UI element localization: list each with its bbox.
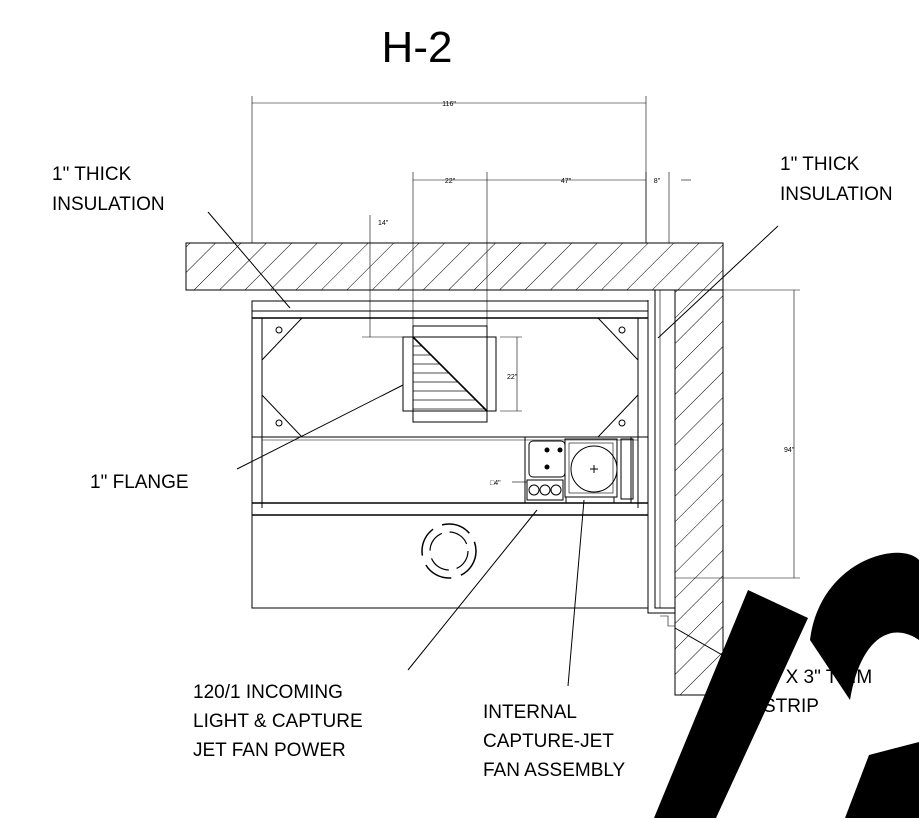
dim-overall-width: 116": [442, 101, 456, 108]
svg-text:INSULATION: INSULATION: [780, 184, 893, 205]
dim-small-opening: □4": [490, 480, 501, 487]
power-knockout: [421, 523, 477, 579]
dim-overall-depth: 94": [784, 447, 795, 454]
dim-spacing-a: 22": [445, 178, 456, 185]
dim-spacing-b: 47": [561, 178, 572, 185]
svg-text:CAPTURE-JET: CAPTURE-JET: [483, 731, 614, 752]
svg-text:JET FAN POWER: JET FAN POWER: [193, 740, 346, 761]
fan-assembly: [524, 436, 634, 504]
drawing-title: H-2: [382, 23, 453, 72]
callout-fan-assembly: INTERNAL CAPTURE-JET FAN ASSEMBLY: [483, 702, 626, 781]
watermark-graphic: [654, 552, 919, 818]
callout-insulation-right: 1" THICK INSULATION: [780, 154, 893, 205]
dim-vertical-offset: 14": [378, 220, 389, 227]
svg-text:STRIP: STRIP: [763, 696, 819, 717]
svg-text:120/1 INCOMING: 120/1 INCOMING: [193, 682, 343, 703]
right-wall: [674, 289, 724, 696]
svg-text:LIGHT & CAPTURE: LIGHT & CAPTURE: [193, 711, 363, 732]
callout-incoming-power: 120/1 INCOMING LIGHT & CAPTURE JET FAN P…: [193, 682, 363, 761]
svg-text:1" THICK: 1" THICK: [780, 154, 860, 175]
svg-text:FAN ASSEMBLY: FAN ASSEMBLY: [483, 760, 626, 781]
callout-insulation-left: 1" THICK INSULATION: [52, 164, 165, 215]
top-wall: [185, 242, 724, 291]
callout-trim-strip: 3" X 3" TRIM STRIP: [763, 667, 872, 717]
svg-text:INTERNAL: INTERNAL: [483, 702, 577, 723]
trim-strip: [647, 608, 675, 614]
right-insulation-strip: [654, 289, 676, 609]
svg-text:INSULATION: INSULATION: [52, 194, 165, 215]
dimension-lines: [251, 96, 800, 579]
exhaust-collar: [402, 325, 497, 423]
hood-body: [251, 300, 649, 609]
dim-offset: 8": [654, 178, 661, 185]
dim-opening-height: 22": [507, 374, 518, 381]
callout-flange: 1" FLANGE: [90, 472, 189, 493]
svg-text:1" THICK: 1" THICK: [52, 164, 132, 185]
svg-text:3" X 3" TRIM: 3" X 3" TRIM: [763, 667, 872, 688]
leader-lines: [207, 211, 779, 687]
